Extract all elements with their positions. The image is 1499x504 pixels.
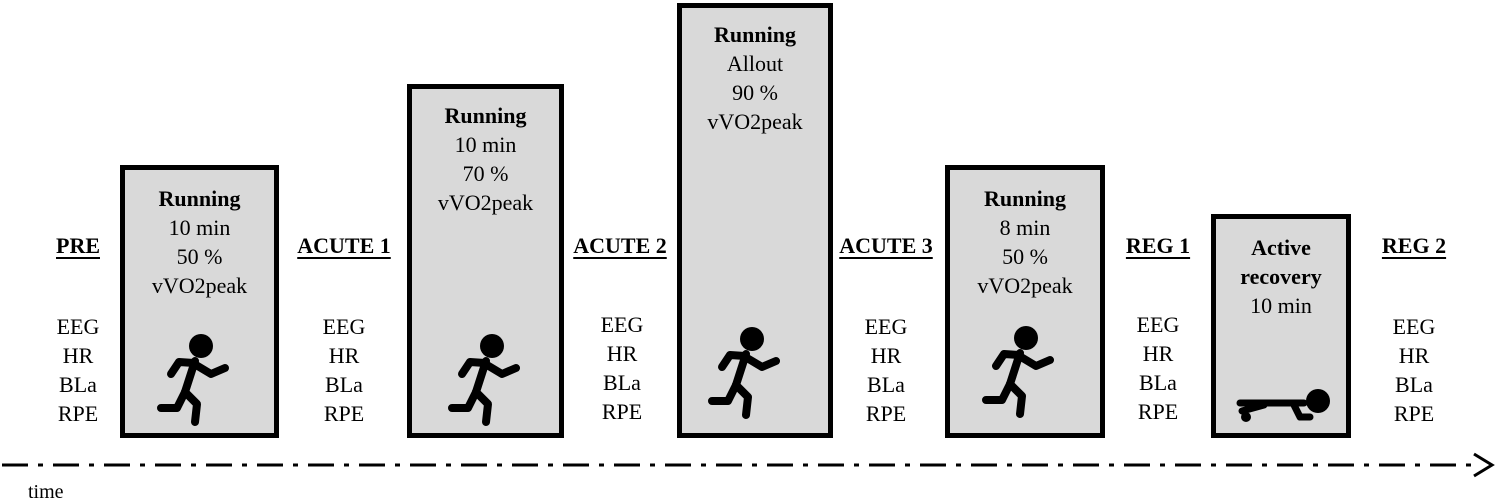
block-title: Running xyxy=(158,186,241,211)
measure-rpe: RPE xyxy=(323,401,365,426)
block-title: Running xyxy=(714,22,796,47)
block-title: Running xyxy=(444,103,527,128)
block-running-4: Running 8 min 50 % vVO2peak xyxy=(945,165,1105,438)
measure-hr: HR xyxy=(1142,341,1174,366)
stage-label-pre: PRE xyxy=(56,233,100,258)
measure-bla: BLa xyxy=(325,372,363,397)
measure-eeg: EEG xyxy=(1392,314,1436,339)
measures-acute-1: EEG HR BLa RPE xyxy=(323,312,366,428)
measure-eeg: EEG xyxy=(864,314,908,339)
timeline-axis xyxy=(2,452,1495,478)
measure-rpe: RPE xyxy=(57,401,99,426)
measure-hr: HR xyxy=(606,341,638,366)
running-person-icon xyxy=(157,334,229,426)
measures-reg-2: EEG HR BLa RPE xyxy=(1393,312,1436,428)
measure-bla: BLa xyxy=(59,372,97,397)
measures-acute-2: EEG HR BLa RPE xyxy=(601,310,644,426)
lying-person-icon xyxy=(1236,389,1330,422)
block-duration: Allout xyxy=(726,51,784,76)
block-running-1: Running 10 min 50 % vVO2peak xyxy=(120,165,279,438)
running-person-icon xyxy=(982,326,1054,418)
measure-rpe: RPE xyxy=(1393,401,1435,426)
measures-acute-3: EEG HR BLa RPE xyxy=(865,312,908,428)
block-unit: vVO2peak xyxy=(437,190,534,215)
block-duration: 8 min xyxy=(999,215,1051,240)
block-intensity: 90 % xyxy=(732,80,778,105)
stage-label-acute-1: ACUTE 1 xyxy=(297,233,391,258)
measure-hr: HR xyxy=(1398,343,1430,368)
arrow-right-icon xyxy=(1473,452,1495,478)
measure-rpe: RPE xyxy=(1137,399,1179,424)
block-unit: vVO2peak xyxy=(707,109,803,134)
block-unit: vVO2peak xyxy=(151,273,248,298)
block-unit: vVO2peak xyxy=(977,273,1073,298)
measure-bla: BLa xyxy=(1139,370,1177,395)
measure-hr: HR xyxy=(328,343,360,368)
block-title-line-1: Active xyxy=(1251,235,1311,260)
measure-hr: HR xyxy=(62,343,94,368)
measure-eeg: EEG xyxy=(1136,312,1180,337)
measure-eeg: EEG xyxy=(56,314,100,339)
measure-rpe: RPE xyxy=(601,399,643,424)
measure-hr: HR xyxy=(870,343,902,368)
measures-pre: EEG HR BLa RPE xyxy=(57,312,100,428)
measure-eeg: EEG xyxy=(600,312,644,337)
block-duration: 10 min xyxy=(1250,293,1312,318)
block-intensity: 50 % xyxy=(1002,244,1048,269)
block-running-2: Running 10 min 70 % vVO2peak xyxy=(407,84,564,438)
block-running-3: Running Allout 90 % vVO2peak xyxy=(677,3,833,438)
stage-label-reg-1: REG 1 xyxy=(1125,233,1191,258)
measure-bla: BLa xyxy=(603,370,641,395)
block-intensity: 50 % xyxy=(176,244,223,269)
block-intensity: 70 % xyxy=(462,161,509,186)
block-title: Running xyxy=(984,186,1066,211)
block-active-recovery: Active recovery 10 min xyxy=(1211,214,1351,438)
measure-eeg: EEG xyxy=(322,314,366,339)
stage-label-acute-2: ACUTE 2 xyxy=(573,233,667,258)
stage-label-reg-2: REG 2 xyxy=(1381,233,1447,258)
block-title-line-2: recovery xyxy=(1240,264,1322,289)
block-duration: 10 min xyxy=(168,215,231,240)
block-duration: 10 min xyxy=(454,132,517,157)
measure-bla: BLa xyxy=(1395,372,1433,397)
measure-rpe: RPE xyxy=(865,401,907,426)
timeline-label: time xyxy=(28,481,64,503)
stage-label-acute-3: ACUTE 3 xyxy=(839,233,933,258)
measures-reg-1: EEG HR BLa RPE xyxy=(1137,310,1180,426)
measure-bla: BLa xyxy=(867,372,905,397)
running-person-icon xyxy=(708,327,780,419)
running-person-icon xyxy=(448,334,520,426)
